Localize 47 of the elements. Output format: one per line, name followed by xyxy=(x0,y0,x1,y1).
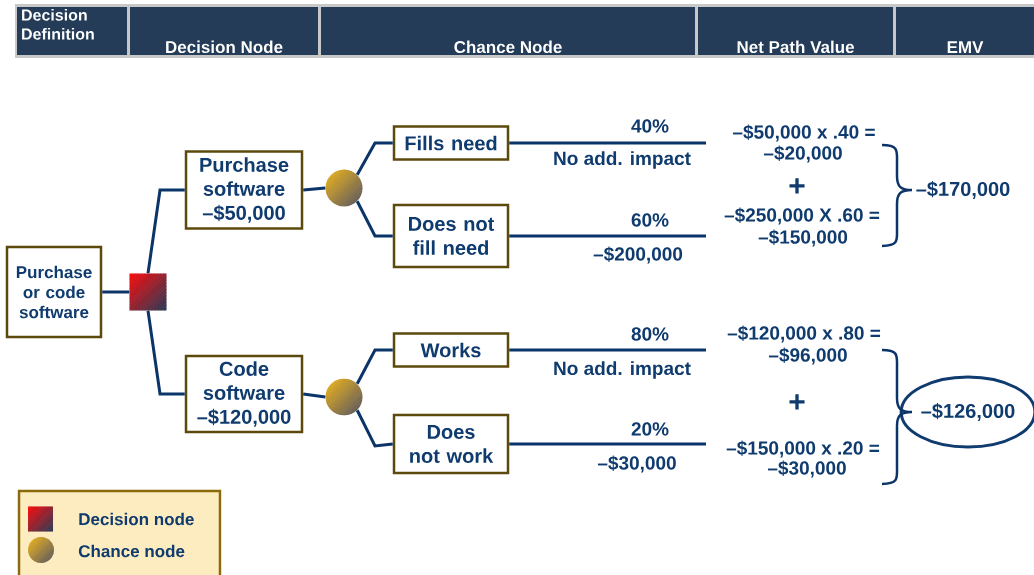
value-label: –$20,000 xyxy=(763,145,842,163)
plus-sign: + xyxy=(789,178,805,194)
legend-label: Chance node xyxy=(78,544,185,558)
value-label: No add. impact xyxy=(554,361,691,379)
header-cell: Chance Node xyxy=(321,6,695,56)
branch-line xyxy=(303,392,326,399)
value-label: –$150,000 xyxy=(758,229,848,247)
branch-line xyxy=(355,409,393,448)
outcome-box: Works xyxy=(392,332,510,368)
probability-label: 60% xyxy=(631,213,669,227)
value-label: –$200,000 xyxy=(593,246,683,264)
value-label: –$120,000 x .80 = xyxy=(727,325,881,343)
value-label: –$96,000 xyxy=(768,347,847,365)
header-cell: EMV xyxy=(896,7,1034,55)
outcome-box: Purchase software –$50,000 xyxy=(184,150,304,230)
outcome-box: Does not fill need xyxy=(392,203,510,269)
legend-label: Decision node xyxy=(79,512,194,526)
value-label: –$50,000 x .40 = xyxy=(733,124,875,142)
value-label: –$250,000 X .60 = xyxy=(724,207,880,225)
value-label: –$170,000 xyxy=(916,181,1010,199)
branch-line xyxy=(102,290,130,294)
branch-line xyxy=(355,348,393,385)
decision-square xyxy=(129,273,167,311)
value-label: –$30,000 xyxy=(767,460,846,478)
probability-label: 80% xyxy=(631,327,669,341)
branch-line xyxy=(355,141,393,176)
value-label: No add. impact xyxy=(554,151,691,169)
branch-line xyxy=(509,234,706,238)
outcome-box: Fills need xyxy=(392,125,510,161)
probability-label: 40% xyxy=(631,119,669,133)
plus-sign: + xyxy=(789,394,805,410)
branch-line xyxy=(146,188,185,274)
header-cell: Decision Node xyxy=(130,6,318,56)
branch-line xyxy=(509,348,706,352)
probability-label: 20% xyxy=(631,422,669,436)
outcome-box: Code software –$120,000 xyxy=(184,354,304,434)
branch-line xyxy=(509,141,706,145)
branch-line xyxy=(146,310,185,396)
branch-line xyxy=(355,200,393,238)
header-cell: Decision Definition xyxy=(17,7,127,55)
outcome-box: Purchase or code software xyxy=(5,245,103,339)
branch-line xyxy=(303,186,326,192)
outcome-box: Does not work xyxy=(392,413,510,475)
branch-line xyxy=(509,442,706,446)
header-cell: Net Path Value xyxy=(698,6,893,56)
value-label: –$150,000 x .20 = xyxy=(726,440,880,458)
value-label: –$30,000 xyxy=(597,455,676,473)
